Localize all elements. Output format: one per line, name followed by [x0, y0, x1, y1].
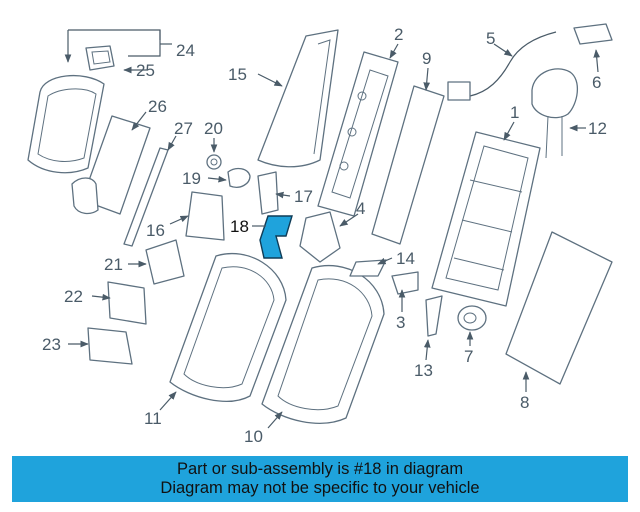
part-17-bracket [257, 171, 279, 215]
banner-line-2: Diagram may not be specific to your vehi… [160, 479, 480, 497]
callout-13: 13 [414, 361, 433, 380]
callout-1: 1 [510, 103, 519, 122]
callout-6: 6 [592, 73, 601, 92]
callout-15: 15 [228, 65, 247, 84]
part-23-trim [87, 327, 133, 365]
callout-18: 18 [230, 217, 249, 236]
callout-20: 20 [204, 119, 223, 138]
callout-25: 25 [136, 61, 155, 80]
callout-27: 27 [174, 119, 193, 138]
exploded-parts-diagram: 24 25 26 27 20 19 16 17 18 15 2 9 5 6 12… [27, 23, 613, 446]
callout-21: 21 [104, 255, 123, 274]
callout-2: 2 [394, 25, 403, 44]
callout-4: 4 [356, 199, 365, 218]
callout-9: 9 [422, 49, 431, 68]
callout-24: 24 [176, 41, 195, 60]
part-25-switch [85, 45, 115, 71]
callout-10: 10 [244, 427, 263, 446]
callout-7: 7 [464, 347, 473, 366]
part-9-panel [371, 85, 445, 245]
part-16-cover [185, 191, 225, 241]
part-18-highlighted [259, 215, 293, 259]
callout-16: 16 [146, 221, 165, 240]
callout-3: 3 [396, 313, 405, 332]
callout-5: 5 [486, 29, 495, 48]
part-3-clip [391, 271, 419, 295]
part-7-round [457, 305, 487, 331]
part-20-knob [206, 154, 222, 170]
part-21-trim [145, 239, 185, 285]
part-14-clip [349, 259, 387, 277]
part-19-knob [227, 167, 251, 188]
part-27-strip [123, 147, 169, 247]
callout-8: 8 [520, 393, 529, 412]
part-11-cushion [169, 252, 287, 402]
part-22-trim [107, 281, 147, 325]
callout-23: 23 [42, 335, 61, 354]
callout-22: 22 [64, 287, 83, 306]
callout-26: 26 [148, 97, 167, 116]
callout-11: 11 [144, 409, 162, 428]
armrest-cushion [27, 74, 105, 174]
part-2-frame [317, 51, 399, 217]
part-12-headrest [531, 68, 578, 159]
callout-17: 17 [294, 187, 313, 206]
part-6-block [573, 23, 613, 45]
part-8-board [505, 231, 613, 385]
callout-19: 19 [182, 169, 201, 188]
banner-line-1: Part or sub-assembly is #18 in diagram [176, 460, 464, 478]
part-13-pin [425, 295, 443, 337]
part-15-back-cover [257, 29, 339, 168]
part-5-cable [447, 31, 557, 101]
callout-12: 12 [588, 119, 607, 138]
info-banner: Part or sub-assembly is #18 in diagram D… [12, 456, 628, 502]
callout-14: 14 [396, 249, 415, 268]
part-1-seatback-frame [431, 131, 541, 307]
part-4-bracket [299, 211, 341, 263]
